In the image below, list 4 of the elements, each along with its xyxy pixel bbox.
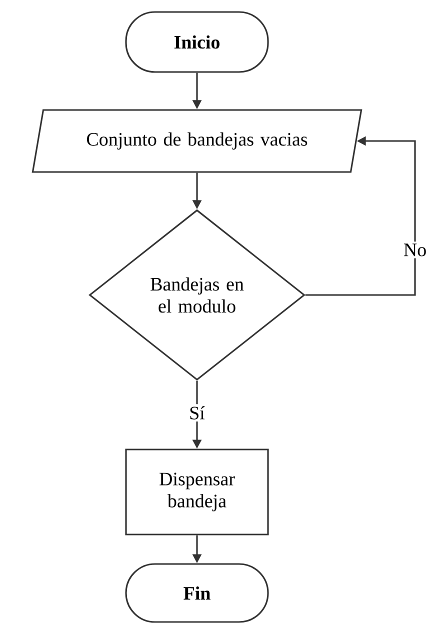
edge-label: No [401,242,429,258]
input-parallelogram: Conjunto de bandejas vacias [32,109,362,173]
process-box: Dispensar bandeja [125,448,269,536]
edge-label: Sí [187,404,207,422]
